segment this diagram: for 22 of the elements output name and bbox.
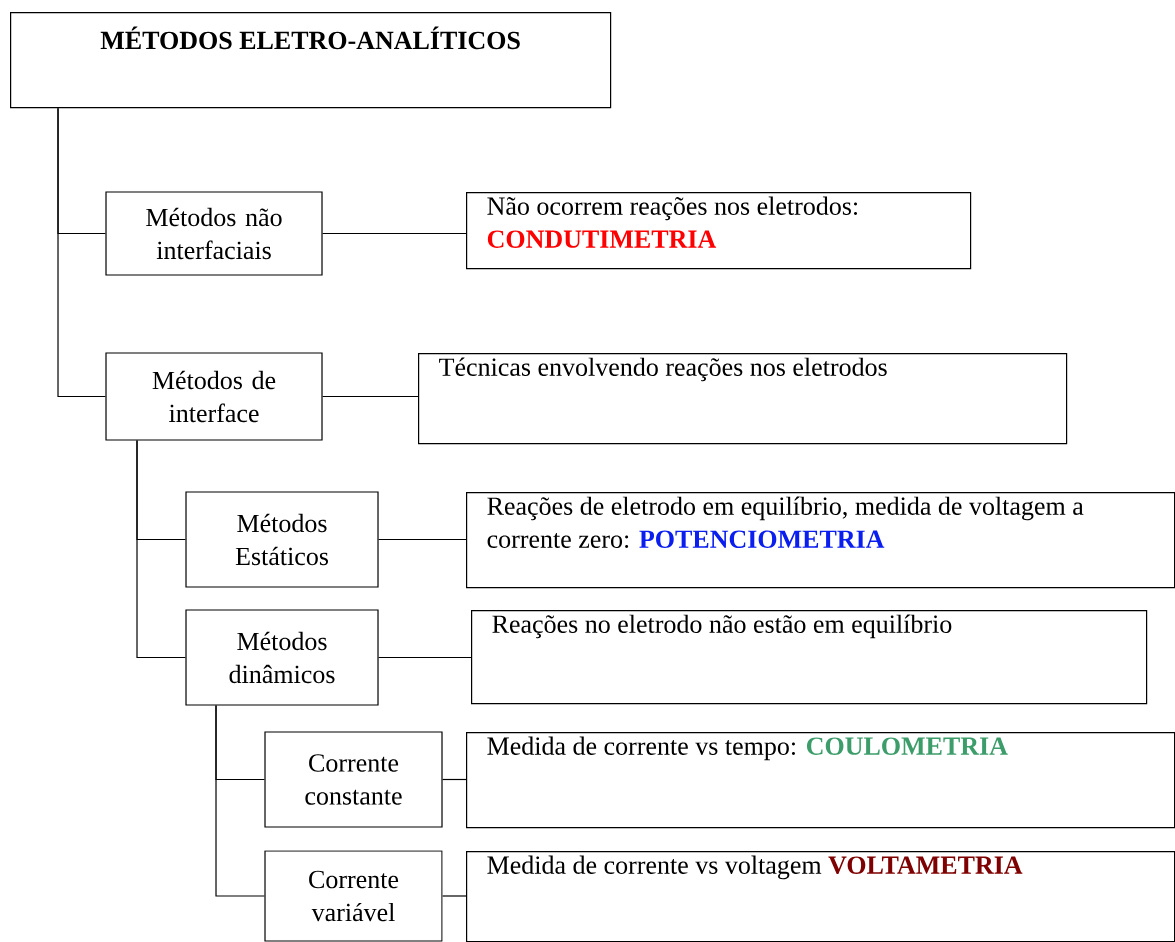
- connector-line: [378, 538, 467, 541]
- method-box: Métodos não interfaciais: [105, 191, 323, 276]
- description-box: Reações no eletrodo não estão em equilíbrio: [471, 610, 1148, 705]
- description-box: Não ocorrem reações nos eletrodos: CONDUTIMETRIA: [466, 192, 972, 270]
- method-box: Métodos de interface: [105, 352, 323, 441]
- method-box: Métodos dinâmicos: [185, 609, 379, 706]
- connector-line: [322, 232, 467, 235]
- connector-line: [57, 107, 106, 398]
- connector-line: [442, 895, 467, 897]
- connector-line: [322, 395, 419, 398]
- method-box: Corrente constante: [264, 731, 443, 828]
- connector-line: [215, 705, 265, 897]
- connector-line: [136, 440, 186, 659]
- method-box: Métodos Estáticos: [185, 491, 379, 588]
- title-box: MÉTODOS ELETRO-ANALÍTICOS: [10, 12, 612, 109]
- description-box: Medida de corrente vs voltagem VOLTAMETRIA: [466, 851, 1175, 942]
- method-box: Corrente variável: [264, 850, 443, 942]
- description-box: Medida de corrente vs tempo: COULOMETRIA: [466, 732, 1175, 829]
- connector-line: [378, 656, 472, 659]
- description-box: Reações de eletrodo em equilíbrio, medida de voltagem a corrente zero: POTENCIOMETRIA: [466, 492, 1175, 589]
- description-box: Técnicas envolvendo reações nos eletrodos: [418, 353, 1068, 445]
- connector-line: [442, 778, 467, 781]
